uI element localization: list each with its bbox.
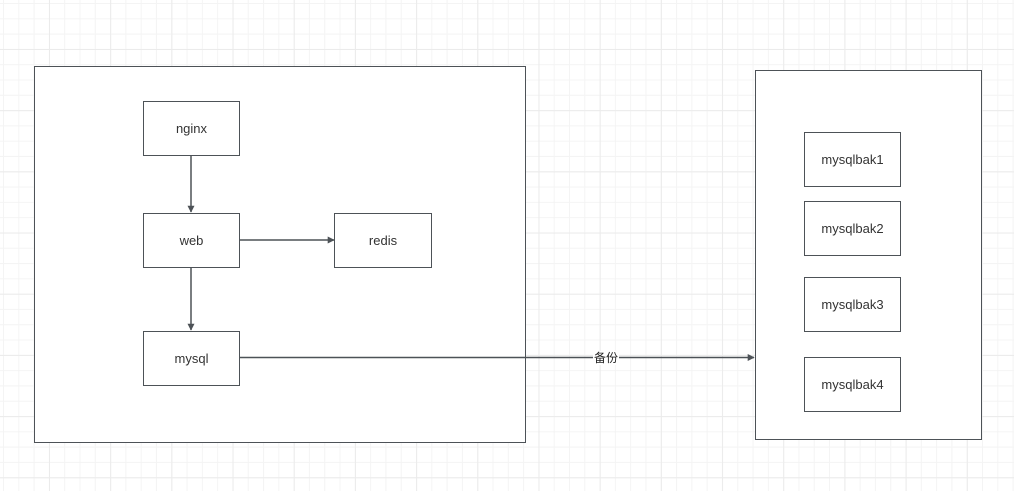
node-label: nginx [175, 121, 208, 136]
app-host-container[interactable] [34, 66, 526, 443]
node-label: mysqlbak4 [821, 377, 884, 392]
node-redis[interactable]: redis [334, 213, 432, 268]
node-mysql[interactable]: mysql [143, 331, 240, 386]
node-label: mysqlbak1 [821, 152, 884, 167]
node-nginx[interactable]: nginx [143, 101, 240, 156]
node-label: web [179, 233, 204, 248]
node-mysqlbak4[interactable]: mysqlbak4 [804, 357, 901, 412]
node-mysqlbak3[interactable]: mysqlbak3 [804, 277, 901, 332]
edge-label-backup: 备份 [592, 351, 620, 365]
node-web[interactable]: web [143, 213, 240, 268]
node-mysqlbak1[interactable]: mysqlbak1 [804, 132, 901, 187]
node-mysqlbak2[interactable]: mysqlbak2 [804, 201, 901, 256]
node-label: redis [368, 233, 398, 248]
node-label: mysql [174, 351, 209, 366]
node-label: mysqlbak2 [821, 221, 884, 236]
node-label: mysqlbak3 [821, 297, 884, 312]
